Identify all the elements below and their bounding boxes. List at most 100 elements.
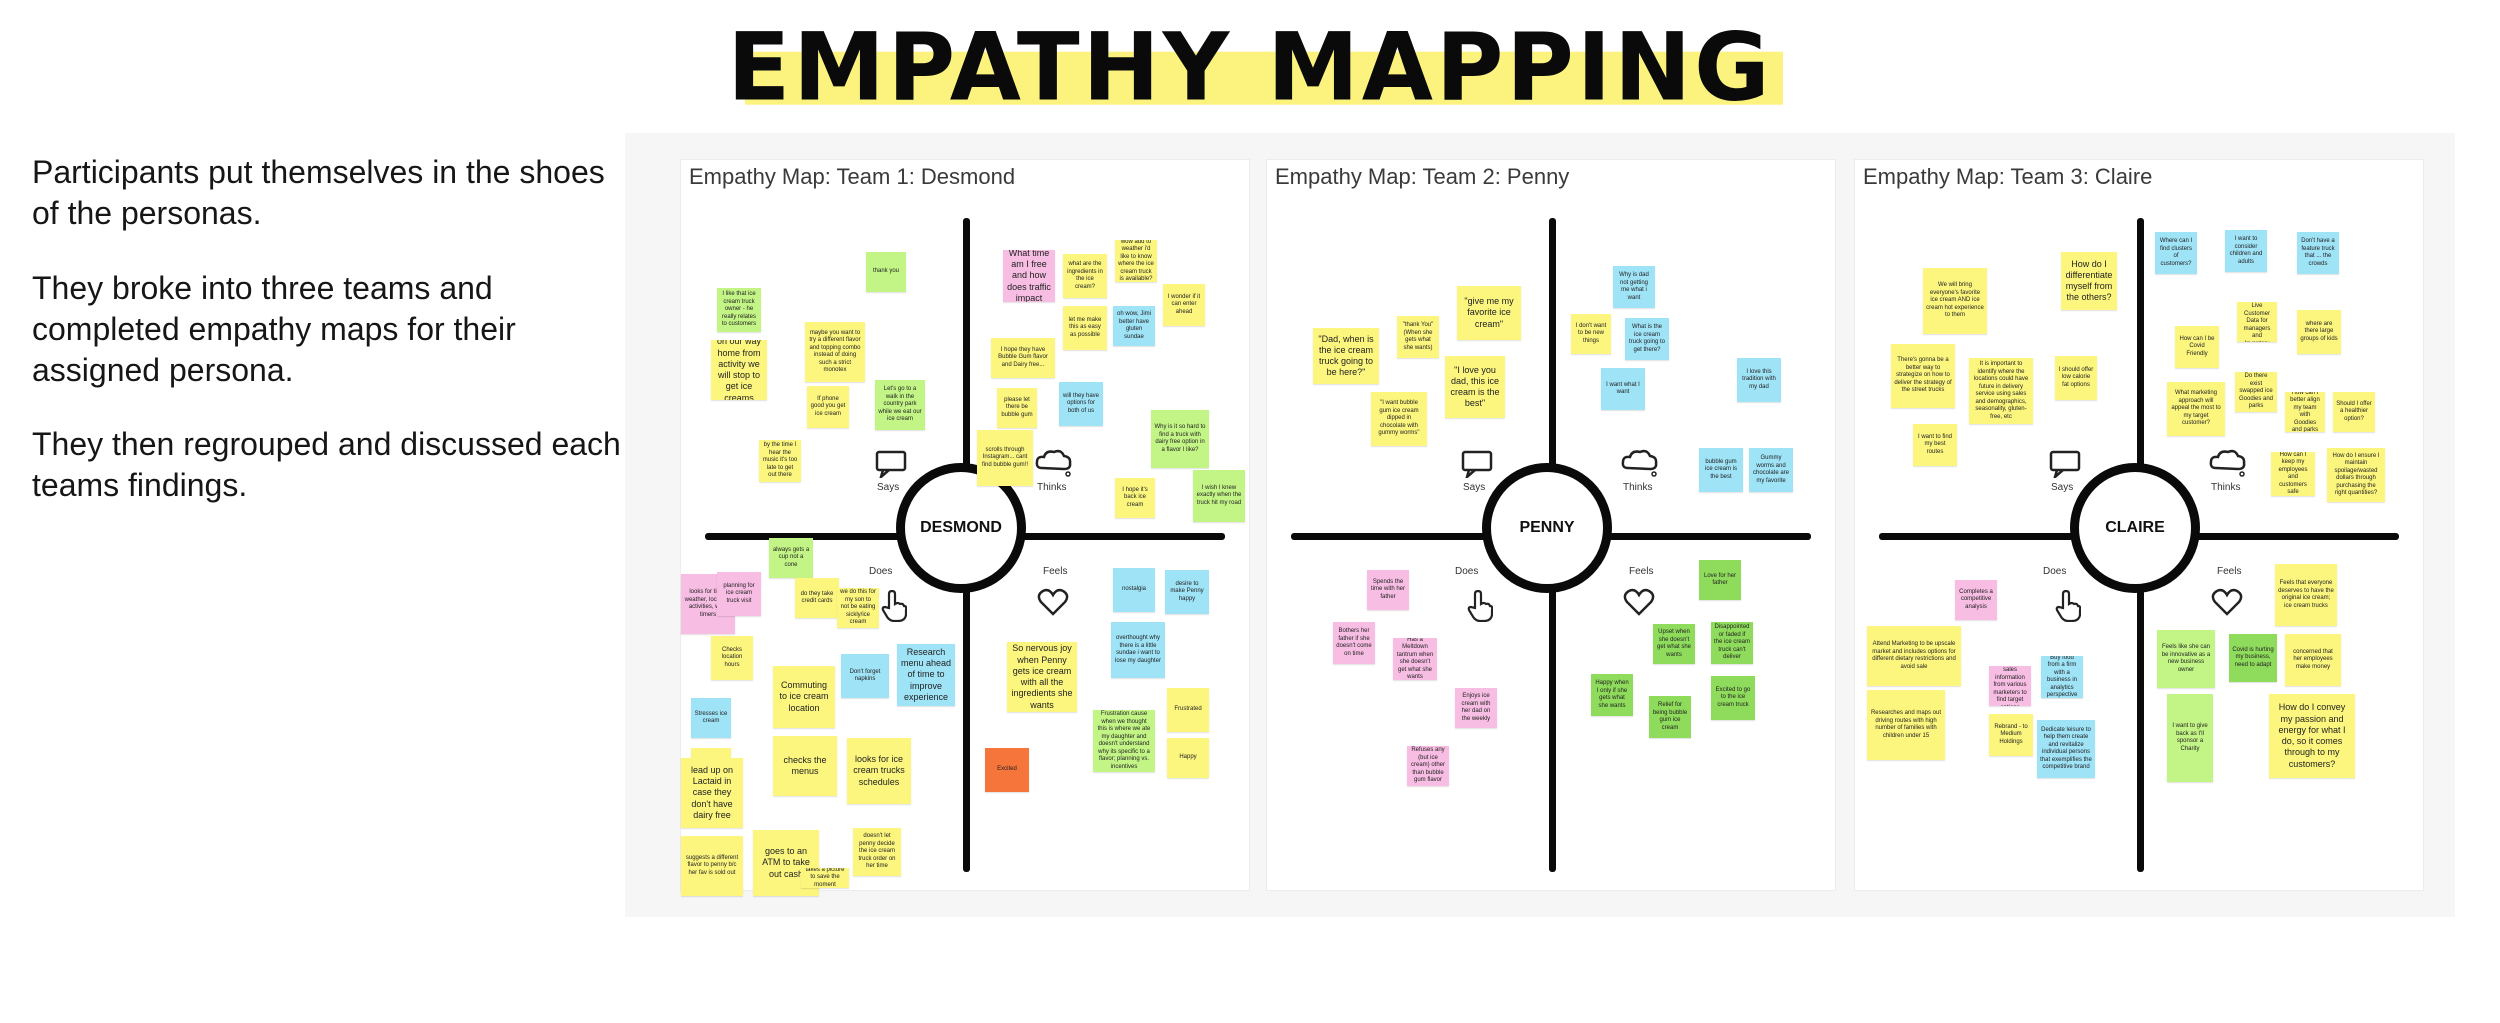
sticky-note[interactable]: please let there be bubble gum (997, 388, 1037, 428)
sticky-note[interactable]: Dedicate leisure to help them create and… (2037, 720, 2095, 778)
sticky-note[interactable]: There's gonna be a better way to strateg… (1891, 344, 1955, 408)
sticky-note[interactable]: I should offer low calorie fat options (2055, 356, 2097, 400)
sticky-note[interactable]: nostalgia (1113, 568, 1155, 612)
empathy-map-claire[interactable]: Empathy Map: Team 3: Claire CLAIRE Says … (1854, 159, 2424, 891)
sticky-note[interactable]: Attend Marketing to be upscale market an… (1867, 626, 1961, 686)
sticky-note[interactable]: Excited to go to the ice cream truck (1711, 676, 1755, 720)
sticky-note[interactable]: planning for ice cream truck visit (717, 572, 761, 616)
sticky-note[interactable]: where are there large groups of kids (2297, 310, 2341, 354)
sticky-note[interactable]: Frustration cause when we thought this i… (1093, 710, 1155, 772)
sticky-note[interactable]: Completes a competitive analysis (1955, 580, 1997, 620)
sticky-note[interactable]: oh wow, Jimi better have gluten sundae (1113, 306, 1155, 346)
sticky-note[interactable]: Checks location hours (711, 636, 753, 680)
sticky-note[interactable]: desire to make Penny happy (1165, 570, 1209, 614)
sticky-note[interactable]: Spends the time with her father (1367, 570, 1409, 610)
sticky-note[interactable]: Disappointed or faded if the ice cream t… (1711, 622, 1753, 664)
sticky-note[interactable]: Enjoys ice cream with her dad on the wee… (1455, 688, 1497, 728)
sticky-note[interactable]: "I love you dad, this ice cream is the b… (1445, 356, 1505, 418)
sticky-note[interactable]: do they take credit cards (795, 578, 839, 618)
sticky-note[interactable]: I love this tradition with my dad (1737, 358, 1781, 402)
sticky-note[interactable]: Commuting to ice cream location (773, 666, 835, 728)
sticky-note[interactable]: overthought why there is a little sundae… (1111, 622, 1165, 678)
sticky-note[interactable]: Rebrand - to Medium Holdings (1989, 714, 2033, 756)
sticky-note[interactable]: How can I be Covid Friendly (2175, 326, 2219, 368)
sticky-note[interactable]: Bothers her father if she doesn't come o… (1333, 622, 1375, 664)
sticky-note[interactable]: I like that ice cream truck owner - he r… (717, 288, 761, 332)
sticky-note[interactable]: checks the menus (773, 736, 837, 796)
sticky-note[interactable]: Refuses any (but ice cream) other than b… (1407, 746, 1449, 786)
sticky-note[interactable]: Gummy worms and chocolate are my favorit… (1749, 448, 1793, 492)
sticky-note[interactable]: Don't have a feature truck that ... the … (2297, 232, 2339, 274)
sticky-note[interactable]: Happy when I only if she gets what she w… (1591, 674, 1633, 716)
sticky-note[interactable]: what are the ingredients in the ice crea… (1063, 254, 1107, 298)
sticky-note[interactable]: Has a Meltdown tantrum when she doesn't … (1393, 638, 1437, 680)
sticky-note[interactable]: "give me my favorite ice cream" (1457, 286, 1521, 340)
sticky-note[interactable]: Frustrated (1167, 688, 1209, 732)
sticky-note[interactable]: Do there exist swapped ice Goodies and p… (2235, 372, 2277, 412)
sticky-note[interactable]: I wonder if it can enter ahead (1163, 284, 1205, 326)
sticky-note[interactable]: thank you (866, 252, 906, 292)
empathy-map-penny[interactable]: Empathy Map: Team 2: Penny PENNY Says Th… (1266, 159, 1836, 891)
sticky-note[interactable]: doesn't let penny decide the ice cream t… (853, 828, 901, 876)
sticky-note[interactable]: Feels that everyone deserves to have the… (2275, 564, 2337, 626)
sticky-note[interactable]: How do I differentiate myself from the o… (2061, 252, 2117, 310)
sticky-note[interactable]: How do I ensure I maintain spoilage/wast… (2327, 448, 2385, 502)
sticky-note[interactable]: Let's go to a walk in the country park w… (875, 380, 925, 430)
sticky-note[interactable]: Excited (985, 748, 1029, 792)
sticky-note[interactable]: We will bring everyone's favorite ice cr… (1923, 268, 1987, 334)
sticky-note[interactable]: I want to give back as I'll sponsor a Ch… (2167, 694, 2213, 782)
sticky-note[interactable]: by the time I hear the music it's too la… (759, 440, 801, 482)
sticky-note[interactable]: "I want bubble gum ice cream dipped in c… (1371, 392, 1427, 446)
sticky-note[interactable]: we do this for my son to not be eating s… (837, 588, 879, 628)
sticky-note[interactable]: I hope they have Bubble Gum flavor and D… (991, 338, 1055, 378)
empathy-map-desmond[interactable]: Empathy Map: Team 1: Desmond DESMOND Say… (680, 159, 1250, 896)
sticky-note[interactable]: I want what I want (1601, 368, 1645, 410)
sticky-note[interactable]: If phone good you get ice cream (807, 386, 849, 428)
sticky-note[interactable]: maybe you want to try a different flavor… (805, 322, 865, 382)
whiteboard-canvas[interactable]: Empathy Map: Team 1: Desmond DESMOND Say… (625, 133, 2455, 917)
sticky-note[interactable]: Where can I find clusters of customers? (2155, 232, 2197, 274)
sticky-note[interactable]: How can I better align my team with Good… (2285, 392, 2325, 432)
sticky-note[interactable]: Covid is hurting my business, need to ad… (2229, 634, 2277, 682)
sticky-note[interactable]: What time am I free and how does traffic… (1003, 250, 1055, 302)
sticky-note[interactable]: Love for her father (1699, 560, 1741, 600)
sticky-note[interactable]: Happy (1167, 738, 1209, 778)
sticky-note[interactable]: concerned that her employees make money (2285, 634, 2341, 686)
sticky-note[interactable]: "thank You" (When she gets what she want… (1397, 316, 1439, 358)
sticky-note[interactable]: lead up on Lactaid in case they don't ha… (681, 758, 743, 828)
sticky-note[interactable]: What marketing approach will appeal the … (2167, 382, 2225, 436)
sticky-note[interactable]: Relief for being bubble gum ice cream (1649, 696, 1691, 738)
sticky-note[interactable]: will they have options for both of us (1059, 382, 1103, 426)
sticky-note[interactable]: Buy food from a firm with a business in … (2041, 656, 2083, 698)
sticky-note[interactable]: Don't forget napkins (841, 654, 889, 698)
sticky-note[interactable]: Analyze sales information from various m… (1989, 666, 2031, 706)
sticky-note[interactable]: scrolls through Instagram... cant find b… (977, 430, 1033, 486)
sticky-note[interactable]: suggests a different flavor to penny b/c… (681, 836, 743, 896)
sticky-note[interactable]: How can I keep my employees and customer… (2271, 452, 2315, 496)
sticky-note[interactable]: I want to find my best routes (1913, 424, 1957, 466)
sticky-note[interactable]: Stresses ice cream (691, 698, 731, 738)
sticky-note[interactable]: "Dad, when is the ice cream truck going … (1313, 328, 1379, 384)
sticky-note[interactable]: on our way home from activity we will st… (711, 340, 767, 400)
sticky-note[interactable]: wow add to weather i'd like to know wher… (1115, 240, 1157, 282)
sticky-note[interactable]: How do I convey my passion and energy fo… (2269, 694, 2355, 778)
sticky-note[interactable]: What is the ice cream truck going to get… (1625, 318, 1669, 360)
sticky-note[interactable]: Research menu ahead of time to improve e… (897, 644, 955, 706)
sticky-note[interactable]: Feels like she can be innovative as a ne… (2157, 630, 2215, 688)
sticky-note[interactable]: always gets a cup not a cone (769, 538, 813, 578)
sticky-note[interactable]: Researches and maps out driving routes w… (1867, 690, 1945, 760)
sticky-note[interactable]: I don't want to be new things (1571, 314, 1611, 354)
sticky-note[interactable]: looks for ice cream trucks schedules (847, 738, 911, 804)
sticky-note[interactable]: let me make this as easy as possible (1063, 306, 1107, 350)
sticky-note[interactable]: I wish I knew exactly when the truck hit… (1193, 470, 1245, 522)
sticky-note[interactable]: I hope it's back ice cream (1115, 478, 1155, 518)
sticky-note[interactable]: bubble gum ice cream is the best (1699, 448, 1743, 492)
sticky-note[interactable]: So nervous joy when Penny gets ice cream… (1007, 642, 1077, 712)
sticky-note[interactable]: Potential Live Customer Data for manager… (2237, 302, 2277, 342)
sticky-note[interactable]: Why is dad not getting me what i want (1613, 266, 1655, 308)
sticky-note[interactable]: takes a picture to save the moment (801, 868, 849, 888)
sticky-note[interactable]: Upset when she doesn't get what she want… (1653, 624, 1695, 664)
sticky-note[interactable]: Why is it so hard to find a truck with d… (1151, 410, 1209, 468)
sticky-note[interactable]: I want to consider children and adults (2225, 230, 2267, 272)
sticky-note[interactable]: It is important to identify where the lo… (1969, 358, 2033, 424)
